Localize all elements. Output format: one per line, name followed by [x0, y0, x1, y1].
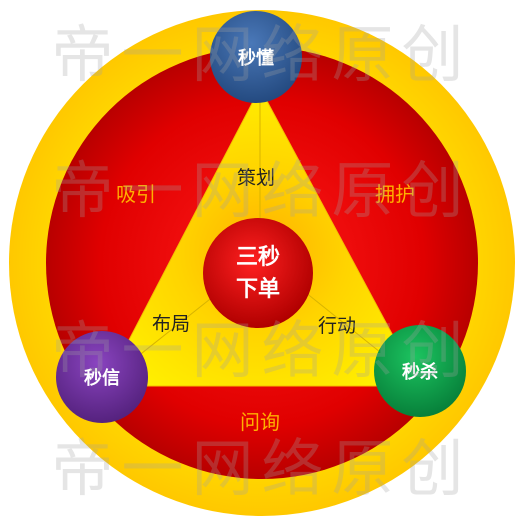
- inner-label-top: 策划: [237, 167, 275, 189]
- center-circle: [203, 218, 313, 328]
- outer-label-right: 拥护: [375, 182, 415, 206]
- center-line1: 三秒: [236, 244, 280, 270]
- inner-label-right: 行动: [318, 315, 356, 337]
- outer-label-bottom: 问询: [240, 410, 280, 434]
- node-right: [374, 325, 466, 417]
- node-left: [56, 331, 148, 423]
- node-top-label: 秒懂: [238, 47, 274, 69]
- inner-label-left: 布局: [152, 313, 190, 335]
- center-line2: 下单: [236, 276, 280, 302]
- outer-label-left: 吸引: [116, 182, 156, 206]
- node-top: [210, 11, 302, 103]
- node-left-label: 秒信: [84, 367, 120, 389]
- node-right-label: 秒杀: [402, 361, 438, 383]
